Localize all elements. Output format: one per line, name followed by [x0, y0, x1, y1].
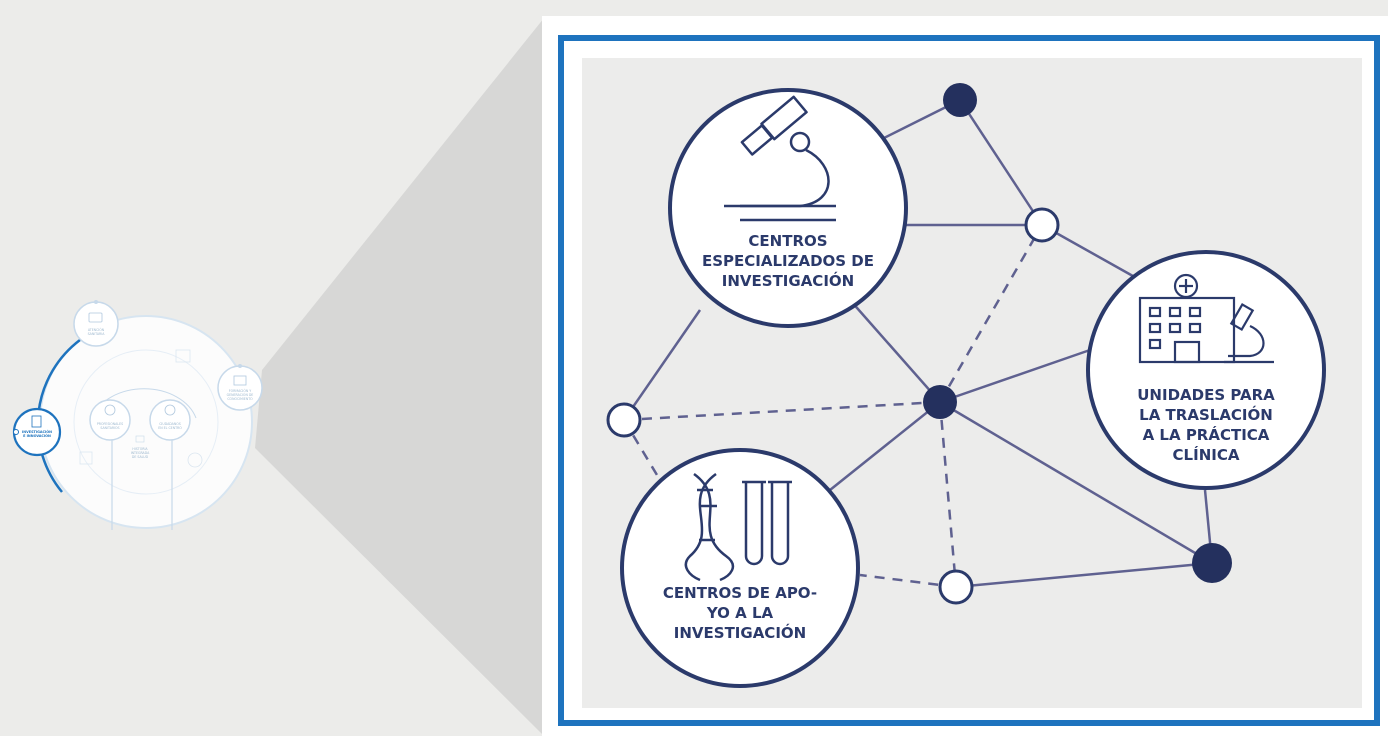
- overview-node-label: INVESTIGACIÓN: [22, 429, 52, 434]
- overview-node-label: EN EL CENTRO: [158, 426, 182, 430]
- overview-node-label: HISTORIA: [132, 447, 148, 451]
- hub-label: CENTROS DE APO-: [663, 584, 817, 602]
- edge: [939, 400, 1213, 565]
- dna-test-tubes-icon: [684, 472, 792, 582]
- record-icon: [135, 435, 145, 443]
- overview-node-label: CONOCIMIENTO: [227, 397, 253, 401]
- overview-node-label: SANITARIA: [88, 332, 106, 336]
- edge: [958, 99, 1044, 226]
- dashed-edge: [938, 401, 958, 588]
- hub-label: CLÍNICA: [1173, 445, 1240, 464]
- edge: [829, 401, 941, 491]
- overview-faint-icon: [79, 451, 93, 465]
- overview-node-label: PROFESIONALES: [97, 422, 123, 426]
- overview-node-label: GENERACIÓN DE: [227, 392, 254, 397]
- overview-faint-icon: [187, 452, 203, 468]
- book-icon: [233, 375, 247, 386]
- node-light: [1024, 207, 1060, 243]
- edge: [849, 299, 941, 403]
- hub-label: CENTROS: [748, 232, 827, 250]
- overview-faint-icon: [175, 349, 191, 363]
- monitor-icon: [88, 312, 103, 323]
- overview-node-label: DE SALUD: [132, 455, 149, 459]
- overview-node-label: ATENCIÓN: [88, 327, 105, 332]
- overview-inner-ring: [73, 349, 219, 495]
- overview-node-label: E INNOVACIÓN: [23, 433, 51, 438]
- hospital-microscope-icon: [1138, 273, 1274, 364]
- overview-node-label: INTEGRADA: [131, 451, 150, 455]
- hub-label: UNIDADES PARA: [1137, 386, 1275, 404]
- node-light: [938, 569, 974, 605]
- overview-node-label: SANITARIOS: [100, 426, 119, 430]
- dashed-edge: [859, 573, 957, 589]
- node-dark: [943, 83, 977, 117]
- edge: [1041, 223, 1141, 282]
- doctor-icon: [104, 404, 116, 416]
- hub-label: INVESTIGACIÓN: [722, 271, 854, 290]
- hub-label: A LA PRÁCTICA: [1143, 425, 1270, 444]
- node-dark: [1192, 543, 1232, 583]
- hub-label: YO A LA: [706, 604, 774, 622]
- edge: [622, 309, 702, 421]
- hub-label: LA TRASLACIÓN: [1139, 405, 1273, 424]
- person-icon: [164, 404, 176, 416]
- detail-frame: [558, 35, 1380, 726]
- dashed-edge: [622, 419, 662, 481]
- hub-label: ESPECIALIZADOS DE: [702, 252, 874, 270]
- zoom-wedge: [255, 18, 544, 736]
- microscope-hand-icon: [31, 415, 42, 428]
- dashed-edge: [938, 224, 1044, 403]
- edge: [939, 348, 1091, 404]
- overview-node-label: CIUDADANOS: [159, 422, 181, 426]
- node-dark: [923, 385, 957, 419]
- microscope-icon: [724, 95, 836, 222]
- overview-node-label: FORMACIÓN Y: [229, 388, 252, 393]
- hub-label: INVESTIGACIÓN: [674, 623, 806, 642]
- edge: [955, 561, 1213, 589]
- node-light: [606, 402, 642, 438]
